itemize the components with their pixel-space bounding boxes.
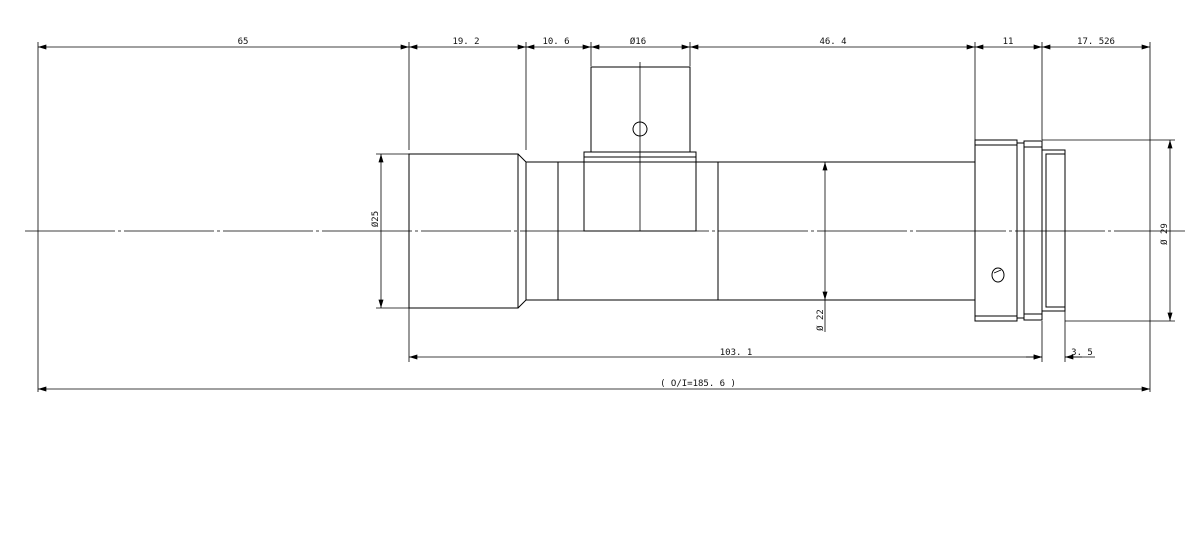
rear-mount (974, 139, 1066, 322)
dim-total-length: ( O/I=185. 6 ) (660, 379, 736, 389)
dim-19-2: 19. 2 (452, 37, 479, 47)
main-tube (526, 161, 975, 301)
light-port (583, 62, 697, 232)
dim-phi-25: Ø25 (370, 211, 381, 227)
dim-phi-16: Ø16 (630, 36, 646, 47)
front-barrel (408, 153, 527, 309)
dim-3-5: 3. 5 (1071, 348, 1093, 358)
dim-103-1: 103. 1 (720, 348, 753, 358)
port-screw-circle (632, 121, 648, 137)
mount-screw-circle (991, 267, 1005, 283)
dim-10-6: 10. 6 (542, 37, 569, 47)
dim-11: 11 (1003, 37, 1014, 47)
dim-phi-29: Ø 29 (1159, 223, 1170, 245)
diameter-dimensions: Ø25 Ø 22 Ø 29 (370, 139, 1175, 332)
dim-17-526: 17. 526 (1077, 37, 1115, 47)
lower-dimensions: 103. 1 3. 5 ( O/I=185. 6 ) (38, 308, 1150, 392)
top-dimension-chain: 65 19. 2 10. 6 Ø16 46. 4 11 17. 526 (37, 36, 1151, 392)
dim-46-4: 46. 4 (819, 37, 846, 47)
dim-65: 65 (238, 37, 249, 47)
dim-phi-22: Ø 22 (815, 309, 826, 331)
